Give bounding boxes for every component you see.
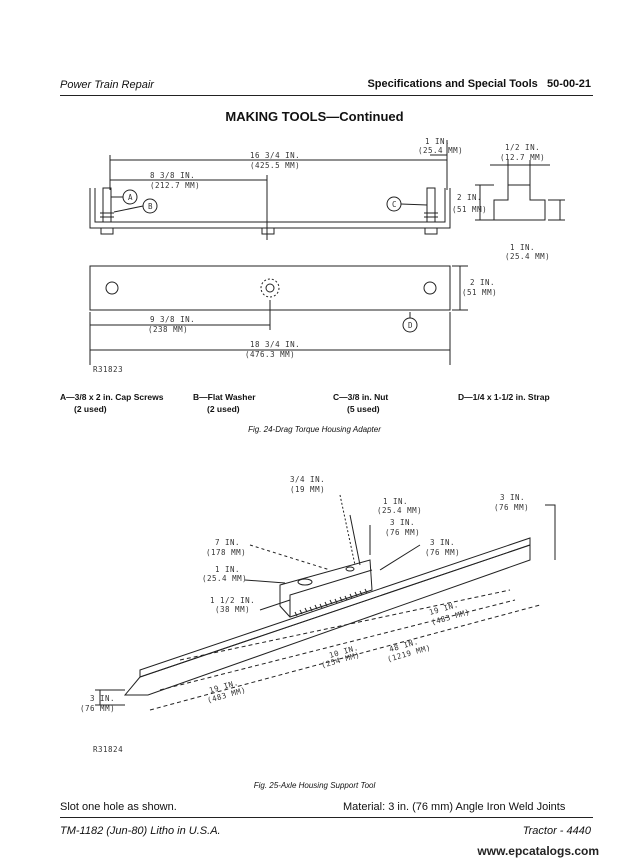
weld-block xyxy=(279,559,373,618)
callout-b: B xyxy=(148,202,153,211)
footer-rule xyxy=(60,817,593,818)
dim-side-half-mm: (12.7 MM) xyxy=(500,153,545,162)
note-material: Material: 3 in. (76 mm) Angle Iron Weld … xyxy=(343,801,566,813)
strap-side-profile xyxy=(493,184,546,221)
dim-3in-c-mm: (76 MM) xyxy=(494,503,529,512)
figure-25-code: R31824 xyxy=(93,745,123,754)
dim-3in-b-mm: (76 MM) xyxy=(425,548,460,557)
angle-iron-flange xyxy=(123,544,531,696)
dim-1in-a: 1 IN. xyxy=(383,497,408,506)
figure-24-caption: Fig. 24-Drag Torque Housing Adapter xyxy=(248,425,381,434)
dim-side-2in: 2 IN. xyxy=(457,193,482,202)
callout-a: A xyxy=(128,193,133,202)
watermark: www.epcatalogs.com xyxy=(477,844,599,858)
dim-3-4in-mm: (19 MM) xyxy=(290,485,325,494)
dim-3in-b: 3 IN. xyxy=(430,538,455,547)
dim-inner-top-mm: (212.7 MM) xyxy=(150,181,200,190)
cap-screw-left xyxy=(102,187,112,223)
dim-right-1in: 1 IN. xyxy=(425,137,450,146)
dim-plan-inner-mm: (238 MM) xyxy=(148,325,188,334)
footer-model: Tractor - 4440 xyxy=(522,825,591,837)
header-page-ref: Specifications and Special Tools 50-00-2… xyxy=(367,78,591,90)
footer-manual-id: TM-1182 (Jun-80) Litho in U.S.A. xyxy=(60,825,221,837)
center-hole xyxy=(260,278,280,298)
note-slot: Slot one hole as shown. xyxy=(60,801,177,813)
dim-1-1-2in: 1 1/2 IN. xyxy=(210,596,255,605)
dim-plan-inner: 9 3/8 IN. xyxy=(150,315,195,324)
dim-plan-2in-mm: (51 MM) xyxy=(462,288,497,297)
legend-a: A—3/8 x 2 in. Cap Screws (2 used) xyxy=(60,392,164,414)
page-title: MAKING TOOLS—Continued xyxy=(225,109,404,124)
dim-1-1-2in-mm: (38 MM) xyxy=(215,605,250,614)
dim-inner-top: 8 3/8 IN. xyxy=(150,171,195,180)
dim-1in-b-mm: (25.4 MM) xyxy=(202,574,247,583)
dim-3-4in: 3/4 IN. xyxy=(290,475,325,484)
dim-1in-b: 1 IN. xyxy=(215,565,240,574)
dim-7in: 7 IN. xyxy=(215,538,240,547)
legend-d: D—1/4 x 1-1/2 in. Strap xyxy=(458,392,550,402)
dim-side-1in: 1 IN. xyxy=(510,243,535,252)
callout-d: D xyxy=(408,321,413,330)
dim-3in-c: 3 IN. xyxy=(500,493,525,502)
dim-overall-top: 16 3/4 IN. xyxy=(250,151,300,160)
header-section-title: Power Train Repair xyxy=(60,79,154,91)
dim-right-1in-mm: (25.4 MM) xyxy=(418,146,463,155)
legend-c: C—3/8 in. Nut (5 used) xyxy=(333,392,389,414)
figure-25-caption: Fig. 25-Axle Housing Support Tool xyxy=(253,781,376,790)
dim-plan-overall: 18 3/4 IN. xyxy=(250,340,300,349)
dim-1in-a-mm: (25.4 MM) xyxy=(377,506,422,515)
dim-3in-d: 3 IN. xyxy=(90,694,115,703)
figure-24-code: R31823 xyxy=(93,365,123,374)
legend-b: B—Flat Washer (2 used) xyxy=(193,392,256,414)
dim-side-2in-mm: (51 MM) xyxy=(452,205,487,214)
dim-plan-2in: 2 IN. xyxy=(470,278,495,287)
dim-overall-top-mm: (425.5 MM) xyxy=(250,161,300,170)
dim-side-half: 1/2 IN. xyxy=(505,143,540,152)
dim-7in-mm: (178 MM) xyxy=(206,548,246,557)
header-rule xyxy=(60,95,593,96)
callout-c: C xyxy=(392,200,397,209)
dim-side-1in-mm: (25.4 MM) xyxy=(505,252,550,261)
dim-3in-a-mm: (76 MM) xyxy=(385,528,420,537)
dim-3in-a: 3 IN. xyxy=(390,518,415,527)
dim-3in-d-mm: (76 MM) xyxy=(80,704,115,713)
dim-plan-overall-mm: (476.3 MM) xyxy=(245,350,295,359)
